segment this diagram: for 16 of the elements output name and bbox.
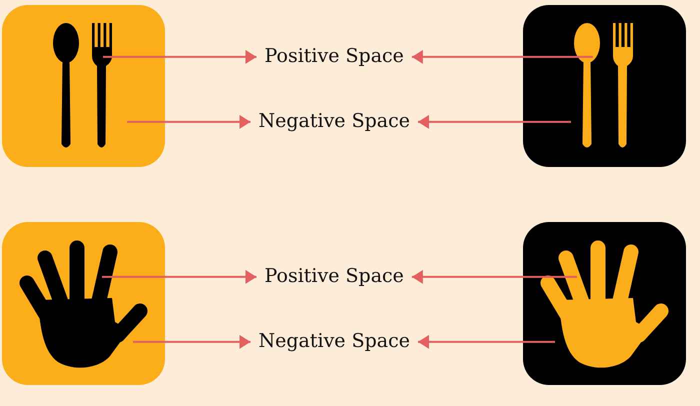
leader-line bbox=[127, 114, 250, 129]
leader-line bbox=[103, 50, 256, 64]
icon-tile bbox=[523, 5, 686, 167]
term-label: Positive Space bbox=[264, 266, 404, 288]
leader-line bbox=[102, 270, 256, 284]
icon-tile bbox=[2, 5, 165, 167]
leader-line bbox=[418, 334, 555, 349]
term-label: Negative Space bbox=[258, 111, 410, 133]
term-label: Negative Space bbox=[258, 331, 410, 353]
icon-tile bbox=[523, 222, 686, 385]
leader-line bbox=[412, 270, 577, 284]
leader-line bbox=[133, 334, 250, 349]
icon-tile bbox=[2, 222, 165, 385]
leader-line bbox=[418, 114, 571, 129]
leader-line bbox=[412, 50, 593, 64]
term-label: Positive Space bbox=[264, 46, 404, 68]
